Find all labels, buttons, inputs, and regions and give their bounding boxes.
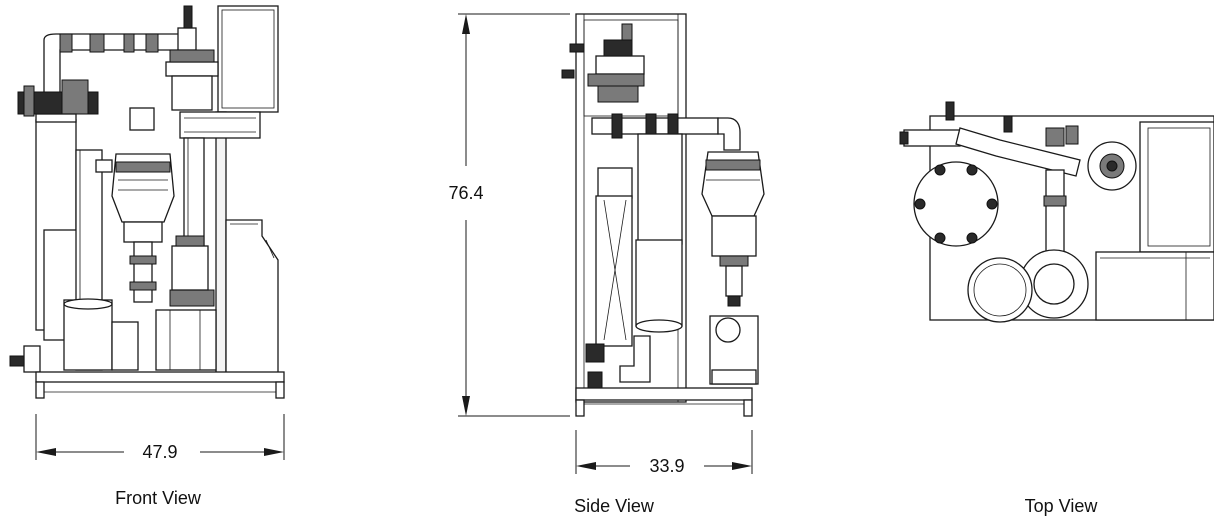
side-height-dimension (458, 13, 570, 417)
front-width-dimension (35, 414, 285, 460)
top-cabinet (1139, 121, 1214, 253)
front-shelf (179, 111, 261, 139)
side-height-label: 76.4 (448, 183, 483, 203)
front-view-drawing (9, 5, 285, 399)
side-width-label: 33.9 (649, 456, 684, 476)
side-width-dimension (575, 430, 753, 474)
side-view-drawing (561, 13, 765, 417)
side-base (575, 387, 753, 401)
front-pump (155, 309, 217, 371)
top-motor (1095, 251, 1214, 321)
top-tank (913, 161, 999, 247)
control-cabinet (217, 5, 279, 113)
front-view-caption: Front View (115, 488, 202, 508)
front-basin (63, 299, 113, 371)
side-tank (635, 239, 683, 327)
top-view-drawing (899, 101, 1214, 323)
top-view-caption: Top View (1025, 496, 1099, 516)
front-width-label: 47.9 (142, 442, 177, 462)
side-view-caption: Side View (574, 496, 655, 516)
front-base (35, 371, 285, 383)
